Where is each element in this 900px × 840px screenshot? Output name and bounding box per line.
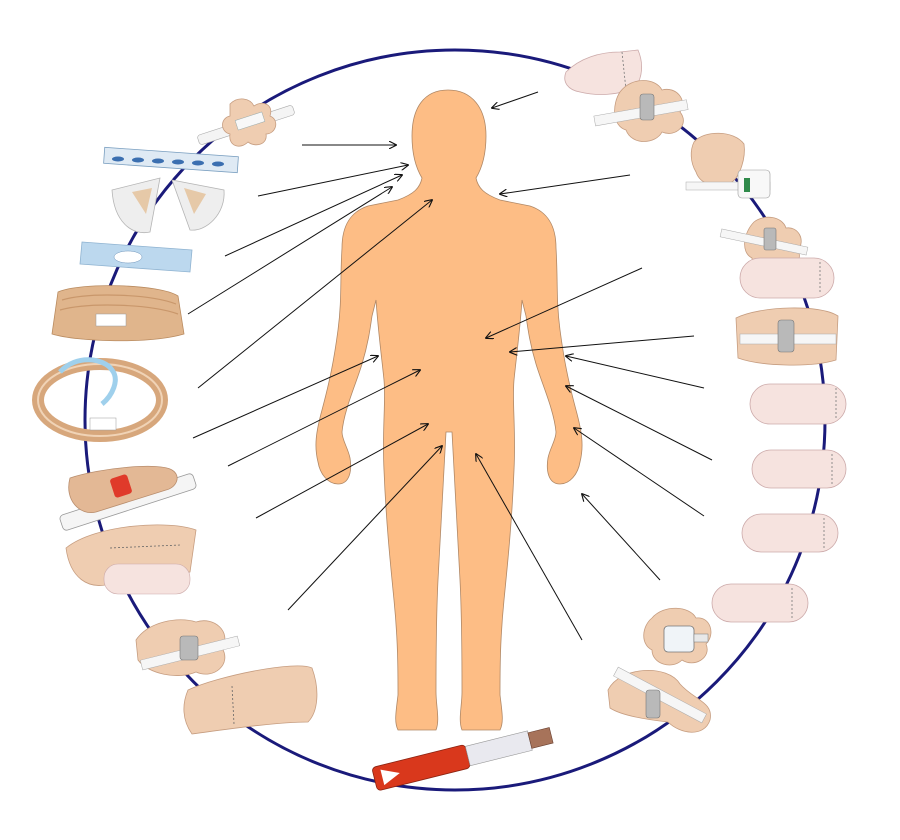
device-pink-pad-right-3 [740, 258, 834, 298]
device-port-bottom-right [644, 608, 711, 665]
device-clamp-bottom-right [608, 667, 711, 732]
arrow-forearm-right [574, 428, 704, 516]
device-red-holder [372, 724, 554, 791]
device-clamp-left [136, 620, 240, 676]
device-head-strap [38, 360, 162, 436]
arrow-elbow-right [566, 386, 712, 460]
device-pink-pad-right-5 [750, 384, 846, 424]
device-foam-strap [52, 286, 184, 341]
device-pink-pad-right-1 [686, 133, 770, 198]
device-dressing-strip [104, 147, 239, 172]
device-pink-pad-left [66, 525, 196, 594]
device-bowtie-bottom-left [184, 666, 317, 734]
body-silhouette [316, 90, 582, 730]
device-blue-strap [80, 242, 192, 272]
device-pink-pad-right-7 [742, 514, 838, 552]
device-pink-pad-right-6 [752, 450, 846, 488]
arrow-forehead-right [492, 92, 538, 108]
device-pink-pad-right-8 [712, 584, 808, 622]
arrow-neck-right [500, 175, 630, 194]
device-clamp-red [59, 466, 197, 531]
arrow-upperarm-right [566, 356, 704, 388]
device-butterfly-top-left [197, 99, 295, 146]
device-clamp-right-4 [736, 308, 838, 365]
arrow-hand-right [582, 494, 660, 580]
